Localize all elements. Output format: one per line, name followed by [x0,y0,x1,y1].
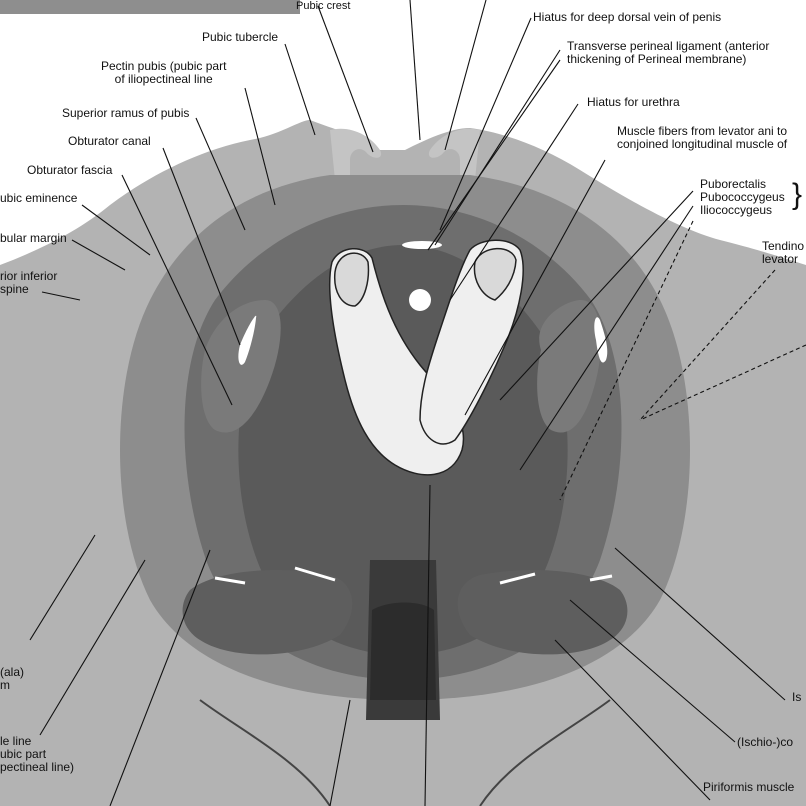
obturator-canal-right [594,317,608,363]
label-puborectalis: Puborectalis [700,177,767,191]
label-muscle-fibers-line2: conjoined longitudinal muscle of [617,137,788,151]
label-iliopectineal-line2: ubic part [0,747,47,761]
coccygeus-right [457,570,628,655]
label-anterior-inferior-line1: rior inferior [0,269,58,283]
fingernail-left [334,252,370,307]
label-levator-group: Puborectalis Pubococcygeus Iliococcygeus [700,178,785,217]
label-pubic-eminence: ubic eminence [0,191,78,205]
ischial-spine-left-2 [294,566,336,582]
label-pectin-pubis-line1: Pectin pubis (pubic part [101,59,227,73]
ischial-spine-right [499,572,536,585]
urethral-hiatus [409,289,431,311]
label-piriformis: Piriformis muscle [703,780,795,794]
label-obturator-canal: Obturator canal [68,134,151,148]
label-tendinous: Tendino levator [762,240,804,266]
label-hiatus-urethra: Hiatus for urethra [587,95,680,109]
label-pectin-pubis: Pectin pubis (pubic part of iliopectinea… [101,60,226,86]
label-anterior-inferior-line2: spine [0,282,29,296]
label-transverse-perineal-line1: Transverse perineal ligament (anterior [567,39,770,53]
dorsal-vein-hiatus [402,241,442,249]
label-ala-line2: m [0,678,10,692]
leader-lines [29,0,806,806]
label-hiatus-dorsal-vein: Hiatus for deep dorsal vein of penis [533,10,722,24]
brace-icon: } [792,178,803,211]
label-iliopectineal-line1: le line [0,734,32,748]
label-ala: (ala) m [0,666,24,692]
label-ala-line1: (ala) [0,665,25,679]
label-iliopectineal-line: le line ubic part pectineal line) [0,735,74,774]
label-tendinous-line2: levator [762,252,799,266]
label-muscle-fibers-line1: Muscle fibers from levator ani to [617,124,788,138]
label-pubic-crest: Pubic crest [296,0,351,12]
label-iliococcygeus: Iliococcygeus [700,203,773,217]
label-iliopectineal-line3: pectineal line) [0,760,75,774]
label-anterior-inferior-spine: rior inferior spine [0,270,57,296]
label-pubic-tubercle: Pubic tubercle [202,30,279,44]
ischial-spine-right-2 [589,574,613,582]
label-ischial: Is [792,690,802,704]
label-transverse-perineal: Transverse perineal ligament (anterior t… [567,40,769,66]
label-pectin-pubis-line2: of iliopectineal line [114,72,213,86]
label-acetabular-margin: bular margin [0,231,67,245]
obturator-window-right [537,300,601,433]
sacrum [199,699,611,806]
label-muscle-fibers: Muscle fibers from levator ani to conjoi… [617,125,787,151]
top-bar [0,0,300,14]
label-ischiococcygeus: (Ischio-)co [737,735,794,749]
label-superior-ramus: Superior ramus of pubis [62,106,190,120]
obturator-canal-left [238,315,257,365]
ischial-spine-left [214,576,246,585]
fingernail-right [473,247,517,301]
label-obturator-fascia: Obturator fascia [27,163,113,177]
label-tendinous-line1: Tendino [762,239,805,253]
obturator-window-left [201,300,281,433]
label-transverse-perineal-line2: thickening of Perineal membrane) [567,52,747,66]
rectal-zone [370,602,436,700]
coccygeus-left [182,570,353,655]
label-pubococcygeus: Pubococcygeus [700,190,785,204]
